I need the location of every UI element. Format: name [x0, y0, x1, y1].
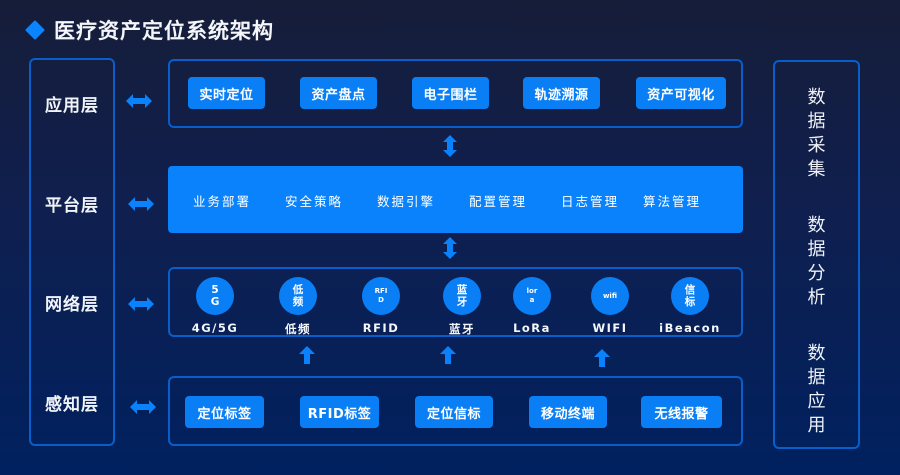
- data-analysis-text: 数据分析: [807, 215, 826, 308]
- double-arrow-horizontal-icon: [128, 297, 154, 311]
- network-label-low-frequency: 低频: [285, 322, 311, 336]
- network-label-bluetooth: 蓝牙: [449, 322, 475, 336]
- platform-item-data-engine: 数据引擎: [377, 194, 436, 209]
- platform-item-config-mgmt: 配置管理: [469, 194, 528, 209]
- network-label-ibeacon: iBeacon: [659, 321, 721, 335]
- app-item-realtime-location[interactable]: 实时定位: [188, 77, 265, 109]
- network-label-4g5g: 4G/5G: [191, 321, 239, 335]
- arrow-up-icon: [594, 349, 610, 367]
- diamond-icon: [25, 20, 45, 40]
- application-layer-panel: 实时定位 资产盘点 电子围栏 轨迹溯源 资产可视化: [168, 59, 743, 128]
- arrow-up-icon: [299, 346, 315, 364]
- network-label-lora: LoRa: [513, 321, 551, 335]
- double-arrow-vertical-icon: [443, 237, 457, 259]
- double-arrow-horizontal-icon: [130, 400, 156, 414]
- double-arrow-horizontal-icon: [126, 94, 152, 108]
- app-item-asset-inventory[interactable]: 资产盘点: [300, 77, 377, 109]
- wifi-icon: wifi: [591, 277, 629, 315]
- platform-layer-panel: 业务部署 安全策略 数据引擎 配置管理 日志管理 算法管理: [168, 166, 743, 233]
- sense-item-wireless-alarm[interactable]: 无线报警: [641, 396, 722, 428]
- platform-item-business-deploy: 业务部署: [193, 194, 252, 209]
- app-item-asset-visualization[interactable]: 资产可视化: [636, 77, 726, 109]
- app-item-trajectory-trace[interactable]: 轨迹溯源: [523, 77, 600, 109]
- sense-item-mobile-terminal[interactable]: 移动终端: [529, 396, 607, 428]
- data-process-panel: 数据采集 数据分析 数据应用: [773, 60, 860, 449]
- double-arrow-vertical-icon: [443, 135, 457, 157]
- low-frequency-icon: 低 频: [279, 277, 317, 315]
- layer-label-application: 应用层: [45, 96, 99, 116]
- 5g-icon: 5 G: [196, 277, 234, 315]
- rfid-icon: RFI D: [362, 277, 400, 315]
- layer-labels-panel: 应用层 平台层 网络层 感知层: [29, 58, 115, 446]
- title-text: 医疗资产定位系统架构: [54, 19, 274, 43]
- double-arrow-horizontal-icon: [128, 197, 154, 211]
- perception-layer-panel: 定位标签 RFID标签 定位信标 移动终端 无线报警: [168, 376, 743, 446]
- data-collection-text: 数据采集: [807, 87, 826, 180]
- data-application-text: 数据应用: [807, 343, 826, 436]
- network-layer-panel: 5 G 4G/5G 低 频 低频 RFI D RFID 蓝 牙 蓝牙 lor a…: [168, 267, 743, 337]
- platform-item-security-policy: 安全策略: [285, 194, 344, 209]
- lora-icon: lor a: [513, 277, 551, 315]
- sense-item-location-beacon[interactable]: 定位信标: [415, 396, 493, 428]
- layer-label-platform: 平台层: [45, 196, 99, 216]
- platform-item-log-mgmt: 日志管理: [561, 194, 620, 209]
- arrow-up-icon: [440, 346, 456, 364]
- layer-label-network: 网络层: [45, 295, 99, 315]
- app-item-geofence[interactable]: 电子围栏: [412, 77, 489, 109]
- layer-label-perception: 感知层: [45, 395, 99, 415]
- sense-item-rfid-tag[interactable]: RFID标签: [300, 396, 379, 428]
- sense-item-location-tag[interactable]: 定位标签: [185, 396, 264, 428]
- network-label-wifi: WIFI: [592, 321, 628, 335]
- bluetooth-icon: 蓝 牙: [443, 277, 481, 315]
- page-title: 医疗资产定位系统架构: [22, 14, 274, 46]
- network-label-rfid: RFID: [362, 321, 400, 335]
- beacon-icon: 信 标: [671, 277, 709, 315]
- platform-item-algorithm-mgmt: 算法管理: [643, 194, 702, 209]
